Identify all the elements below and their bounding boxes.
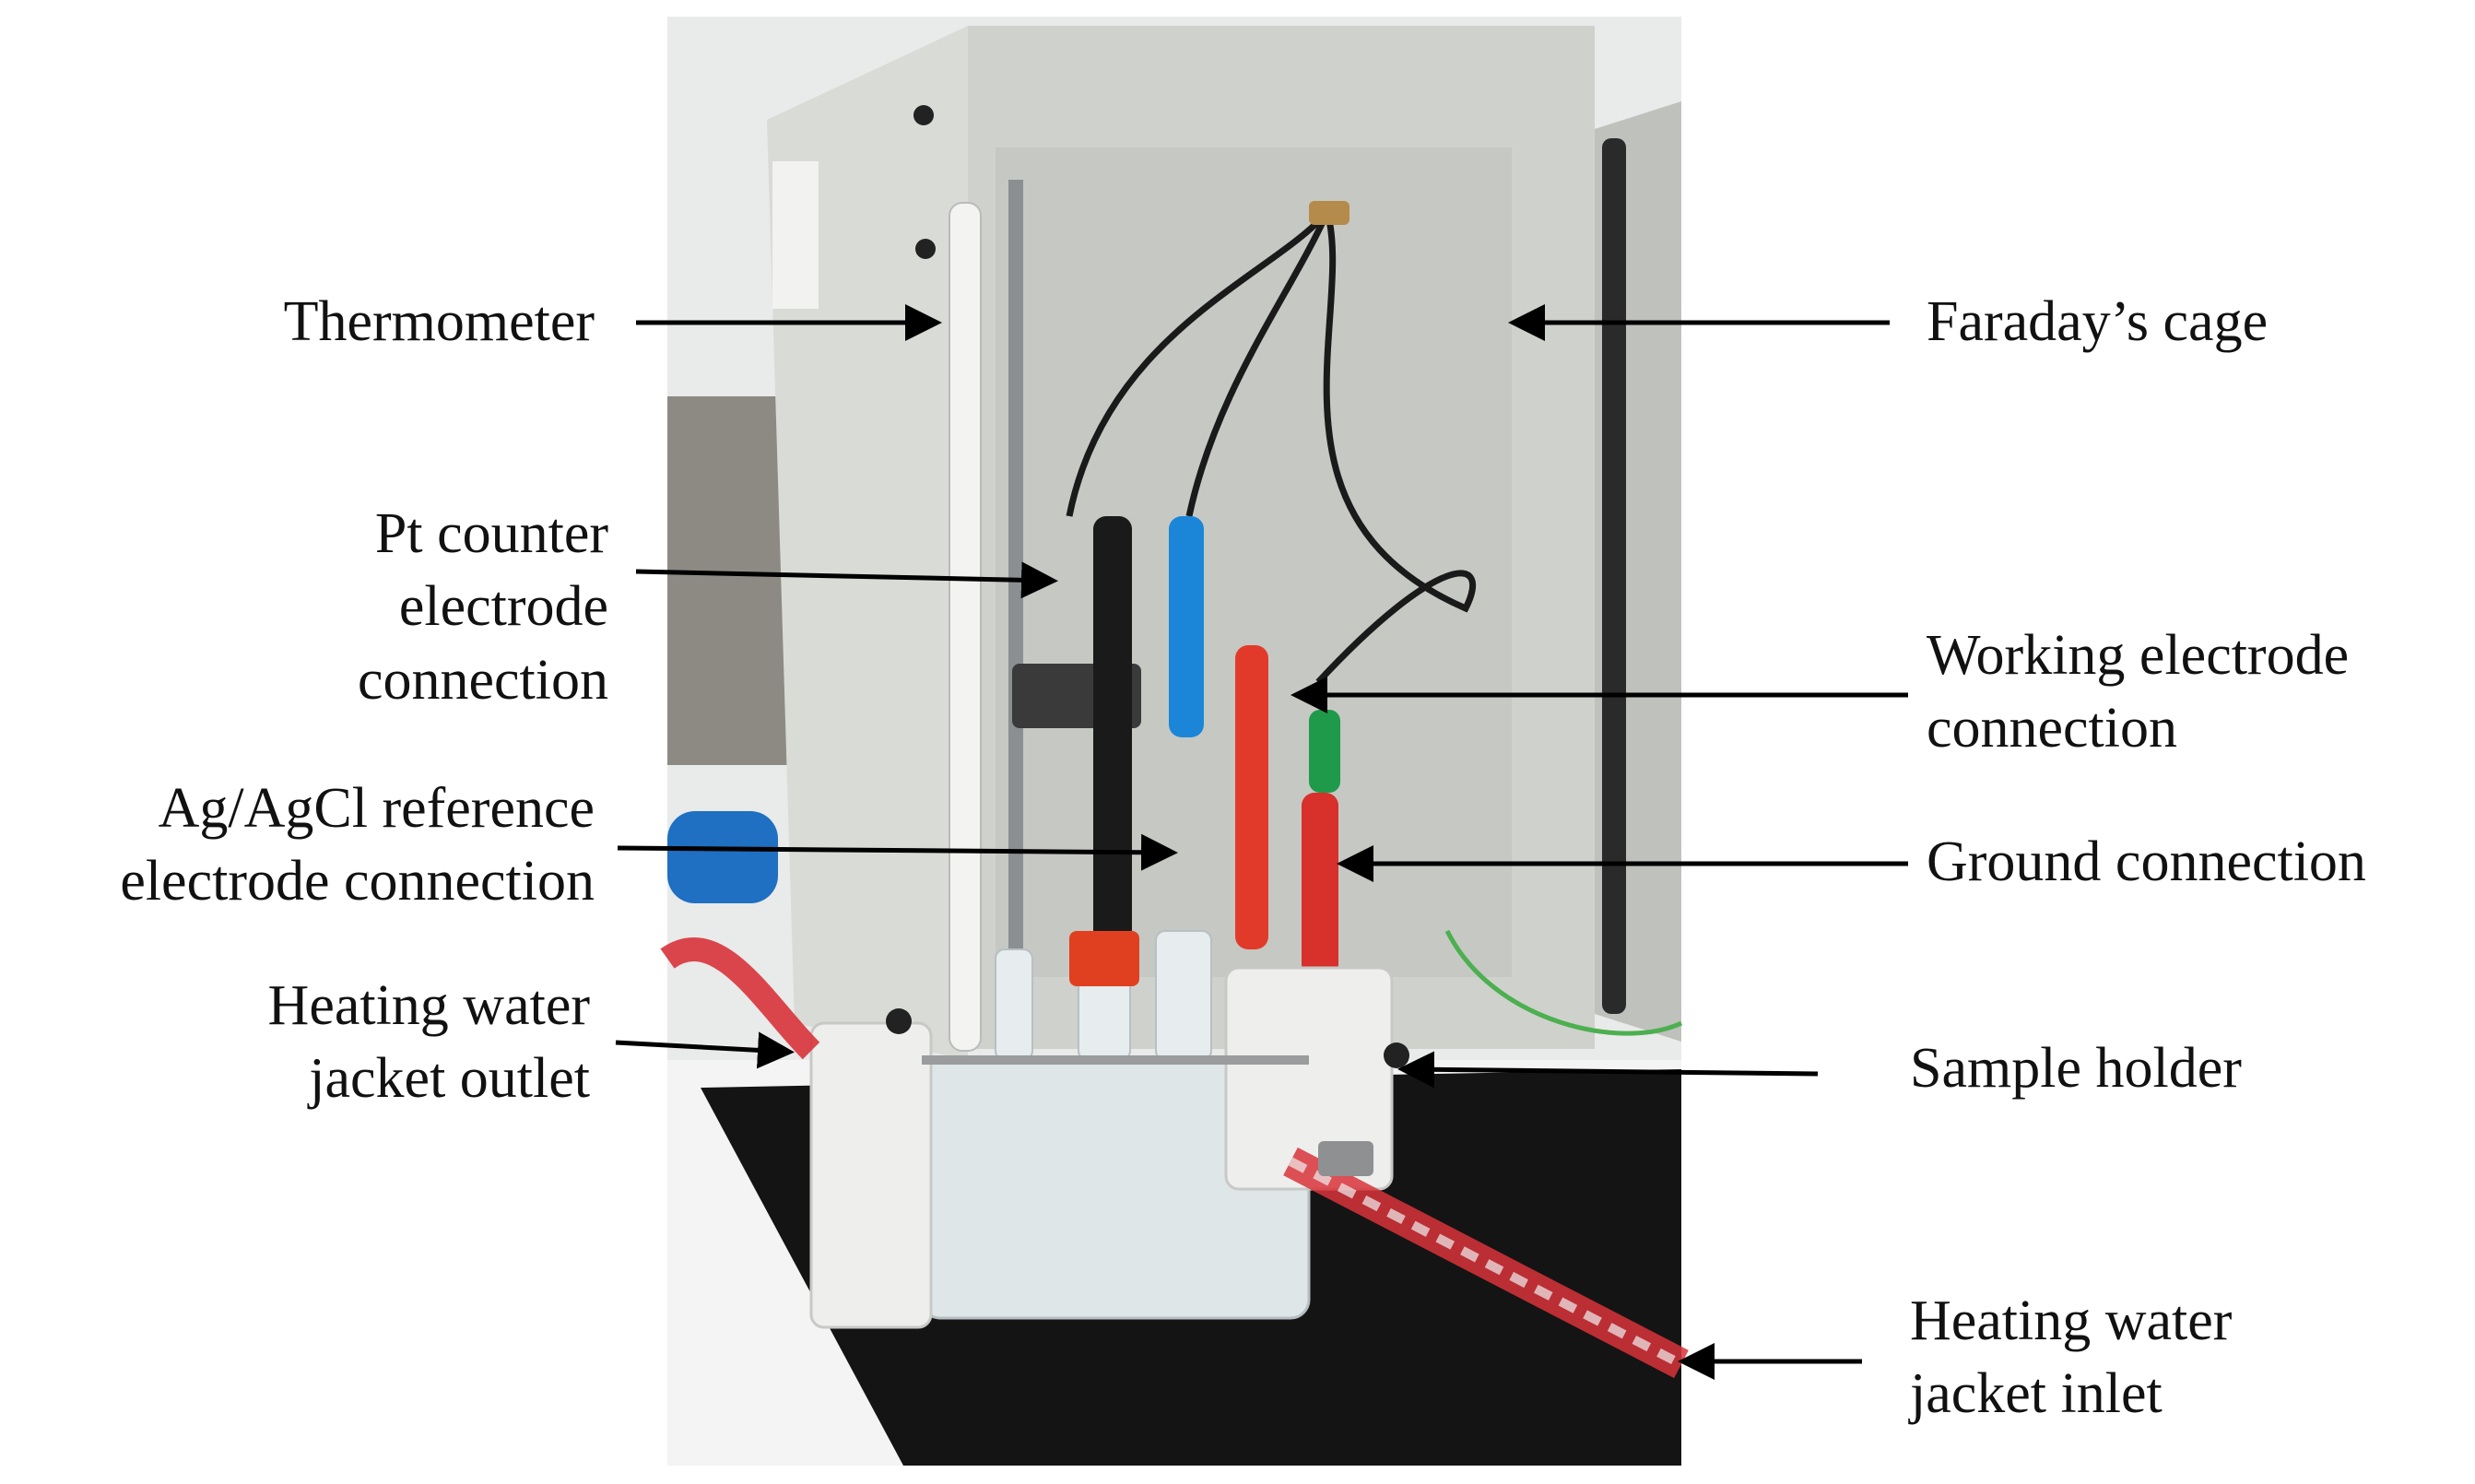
cabinet-screw <box>913 105 934 125</box>
label-ground-connection: Ground connection <box>1927 830 2366 893</box>
green-earth-wire <box>1444 929 1683 1036</box>
blue-lead <box>1169 516 1204 737</box>
black-lead <box>1093 516 1132 949</box>
cable-feedthrough <box>1309 201 1349 225</box>
arrow-pt-counter <box>635 561 1058 599</box>
orange-cap <box>1069 931 1139 986</box>
thermometer-glass <box>949 202 982 1052</box>
black-cable <box>1066 209 1330 517</box>
label-working-electrode: Working electrode connection <box>1927 624 2350 760</box>
stand-rod <box>1008 180 1023 991</box>
glass-neck <box>1155 930 1212 1061</box>
label-ag-agcl-reference: Ag/AgCl reference electrode connection <box>120 777 595 913</box>
glass-neck <box>995 948 1033 1061</box>
tie-rod <box>922 1055 1309 1065</box>
label-pt-counter: Pt counter electrode connection <box>357 502 608 712</box>
teflon-end-block-left <box>809 1021 933 1329</box>
label-faraday-cage: Faraday’s cage <box>1927 290 2269 353</box>
red-ground-lead <box>1302 793 1338 977</box>
knob <box>886 1008 912 1034</box>
arrow-ag-agcl <box>617 833 1178 871</box>
teflon-end-block-right <box>1224 966 1394 1191</box>
label-heating-inlet: Heating water jacket inlet <box>1910 1290 2233 1426</box>
hose-clamp <box>1318 1141 1373 1176</box>
cabinet-sticker <box>772 161 819 309</box>
label-sample-holder: Sample holder <box>1910 1037 2242 1100</box>
red-lead <box>1235 645 1268 949</box>
cabinet-screw <box>915 239 936 259</box>
door-gasket <box>1602 138 1626 1014</box>
green-lead <box>1309 710 1340 793</box>
black-cable <box>1185 210 1331 517</box>
black-cable <box>1315 211 1477 685</box>
label-heating-outlet: Heating water jacket outlet <box>267 974 590 1111</box>
label-thermometer: Thermometer <box>283 290 595 353</box>
inlet-hose-braid <box>1288 1157 1684 1369</box>
background-box <box>667 396 796 765</box>
blue-hose <box>667 811 778 903</box>
knob <box>1384 1042 1409 1068</box>
arrow-heating-outlet <box>615 1031 795 1069</box>
arrow-sample-holder <box>1397 1051 1819 1089</box>
